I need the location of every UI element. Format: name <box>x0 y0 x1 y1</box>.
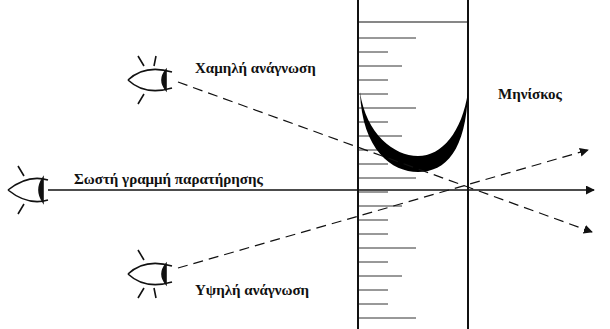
graduation-mark <box>358 220 388 221</box>
graduation-mark <box>358 276 402 277</box>
eye-icon <box>128 250 172 298</box>
graduation-mark <box>358 234 388 235</box>
correct-sight-line <box>48 189 594 190</box>
low-sight-line <box>178 82 592 232</box>
graduation-mark <box>358 318 416 319</box>
graduation-mark <box>358 290 388 291</box>
high-sight-line <box>178 150 588 268</box>
eye-icon <box>128 56 172 104</box>
graduation-mark <box>358 108 416 109</box>
meniscus-label: Μηνίσκος <box>496 86 564 103</box>
cylinder-wall <box>467 0 469 329</box>
graduation-mark <box>358 164 388 165</box>
graduation-mark <box>358 52 388 53</box>
graduation-mark <box>358 94 388 95</box>
graduation-mark <box>358 136 402 137</box>
graduation-mark <box>358 122 388 123</box>
graduation-mark <box>358 66 402 67</box>
correct-line-label: Σωστή γραμμή παρατήρησης <box>72 171 265 188</box>
low-reading-label: Χαμηλή ανάγνωση <box>193 60 318 77</box>
graduation-mark <box>358 248 416 249</box>
graduation-mark <box>358 192 388 193</box>
graduation-mark <box>358 80 388 81</box>
graduation-mark <box>358 178 416 179</box>
graduation-mark <box>358 262 388 263</box>
cylinder-wall <box>357 0 359 329</box>
eye-icon <box>8 166 48 214</box>
cylinder-top-mark <box>358 21 468 22</box>
meniscus <box>360 92 468 172</box>
graduation-mark <box>358 38 416 39</box>
graduation-mark <box>358 304 388 305</box>
high-reading-label: Υψηλή ανάγνωση <box>193 282 311 299</box>
graduation-marks <box>358 38 416 318</box>
